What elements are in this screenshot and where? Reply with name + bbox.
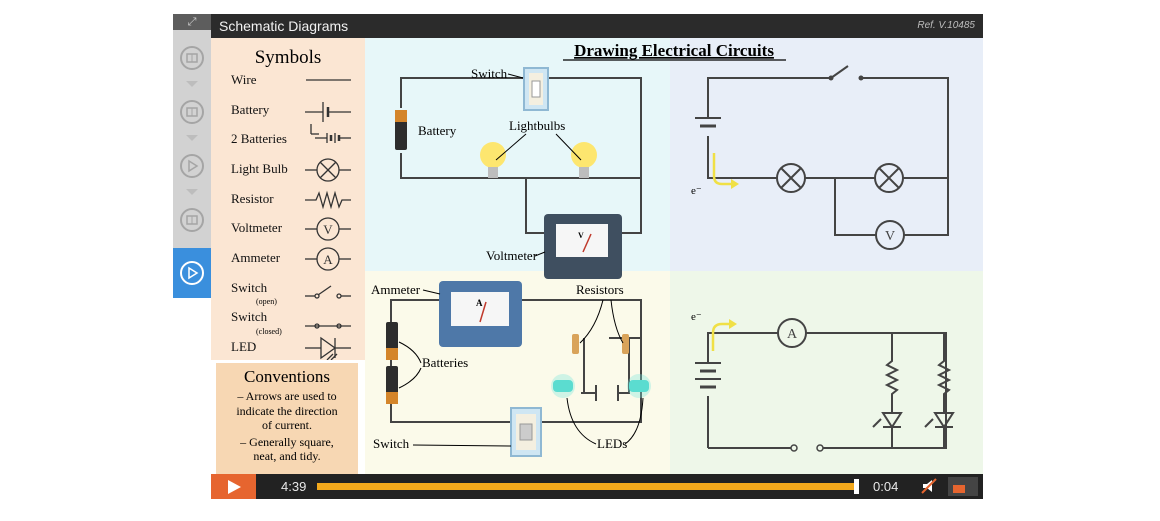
electron-label-1: e⁻ — [691, 185, 702, 197]
ammeter-symbol — [305, 247, 351, 271]
voltmeter-label: Voltmeter — [486, 248, 538, 263]
battery-symbol — [305, 102, 351, 122]
conventions-panel: Conventions – Arrows are used to indicat… — [216, 363, 358, 474]
elapsed-time: 4:39 — [281, 479, 307, 494]
mute-icon[interactable] — [921, 478, 937, 494]
switch-image-2 — [510, 407, 542, 457]
chapter-5-button[interactable] — [173, 248, 211, 298]
symbol-label-voltmeter: Voltmeter — [231, 220, 283, 235]
conventions-heading: Conventions — [244, 367, 330, 386]
resistor-symbol — [305, 190, 351, 210]
remaining-time: 0:04 — [873, 479, 899, 494]
battery-label: Battery — [418, 123, 457, 138]
progress-thumb[interactable] — [854, 479, 859, 494]
switch-label-2: Switch — [373, 436, 410, 451]
schematic-circuit-2 — [670, 271, 983, 474]
switch-open-symbol — [305, 285, 351, 299]
schematic-voltmeter-letter: V — [885, 229, 895, 244]
symbol-label-resistor: Resistor — [231, 191, 274, 206]
symbol-label-wire: Wire — [231, 72, 257, 87]
circuit-drawings: Drawing Electrical Circuits Battery Swit… — [371, 41, 955, 457]
conventions-line-1: – Arrows are used to — [237, 389, 337, 403]
ammeter-letter: A — [323, 252, 333, 267]
window-title: Schematic Diagrams — [219, 18, 349, 34]
switch-closed-note: (closed) — [256, 327, 282, 336]
chapter-2-button[interactable] — [173, 87, 211, 137]
led-symbol — [305, 336, 351, 361]
resistors-label: Resistors — [576, 282, 624, 297]
conventions-line-5: neat, and tidy. — [253, 449, 321, 463]
symbol-label-light-bulb: Light Bulb — [231, 161, 288, 176]
batteries-label: Batteries — [422, 355, 468, 370]
symbol-label-2-batteries: 2 Batteries — [231, 131, 287, 146]
switch-closed-symbol — [305, 323, 351, 329]
chapter-sidebar: ⤢ — [173, 14, 211, 298]
electron-label-2: e⁻ — [691, 311, 702, 323]
lightbulbs-label: Lightbulbs — [509, 118, 565, 133]
player-controls: 4:39 0:04 — [211, 474, 983, 499]
symbols-legend: Symbols Wire Battery 2 Batteries Light B… — [231, 47, 351, 361]
ammeter-label: Ammeter — [371, 282, 421, 297]
symbol-label-switch-open: Switch — [231, 280, 268, 295]
expand-icon[interactable]: ⤢ — [173, 14, 211, 30]
play-icon — [227, 479, 241, 494]
two-batteries-symbol — [310, 124, 351, 143]
schematic-ammeter-letter: A — [787, 327, 798, 342]
lightbulb-left-image — [480, 142, 506, 178]
play-icon — [180, 154, 204, 178]
current-arrow — [712, 153, 731, 186]
symbols-panel: Symbols Wire Battery 2 Batteries Light B… — [211, 38, 365, 361]
meter-v-letter: V — [578, 231, 584, 240]
battery-image — [395, 110, 407, 150]
reference-id: Ref. V.10485 — [917, 20, 975, 31]
leds-label: LEDs — [597, 436, 627, 451]
lightbulb-right-image — [571, 142, 597, 178]
resistor-images — [572, 334, 629, 354]
voltmeter-letter: V — [323, 222, 333, 237]
voltmeter-image: V — [544, 214, 622, 279]
fullscreen-button[interactable] — [948, 477, 978, 496]
fullscreen-icon — [953, 485, 965, 493]
switch-image — [523, 67, 549, 111]
schematic-circuit-1 — [670, 38, 983, 271]
conventions-line-3: of current. — [262, 418, 312, 432]
chapter-4-button[interactable] — [173, 195, 211, 245]
diagram-title: Drawing Electrical Circuits — [574, 41, 774, 60]
play-button[interactable] — [211, 474, 256, 499]
book-icon — [180, 208, 204, 232]
symbol-label-led: LED — [231, 339, 256, 354]
symbol-label-ammeter: Ammeter — [231, 250, 281, 265]
batteries-image — [386, 322, 398, 404]
chapter-1-button[interactable] — [173, 33, 211, 83]
symbol-label-battery: Battery — [231, 102, 270, 117]
video-player-app: ⤢ Schematic Diagrams Ref. V.10485 Symbol… — [173, 14, 983, 499]
book-icon — [180, 46, 204, 70]
voltmeter-symbol — [305, 217, 351, 241]
conventions-line-2: indicate the direction — [236, 403, 338, 418]
light-bulb-symbol — [305, 158, 351, 182]
book-icon — [180, 100, 204, 124]
switch-label: Switch — [471, 66, 508, 81]
current-arrow-2 — [711, 322, 729, 351]
chapter-3-button[interactable] — [173, 141, 211, 191]
meter-a-letter: A — [476, 298, 483, 308]
led-images — [551, 374, 651, 398]
title-bar: Schematic Diagrams Ref. V.10485 — [211, 14, 983, 38]
symbol-label-switch-closed: Switch — [231, 309, 268, 324]
progress-bar[interactable] — [317, 483, 858, 490]
ammeter-image: A — [439, 281, 522, 347]
symbols-heading: Symbols — [255, 47, 322, 68]
video-frame[interactable]: Symbols Wire Battery 2 Batteries Light B… — [211, 38, 983, 474]
play-icon — [180, 261, 204, 285]
conventions-line-4: – Generally square, — [240, 434, 334, 449]
switch-open-note: (open) — [256, 297, 277, 306]
